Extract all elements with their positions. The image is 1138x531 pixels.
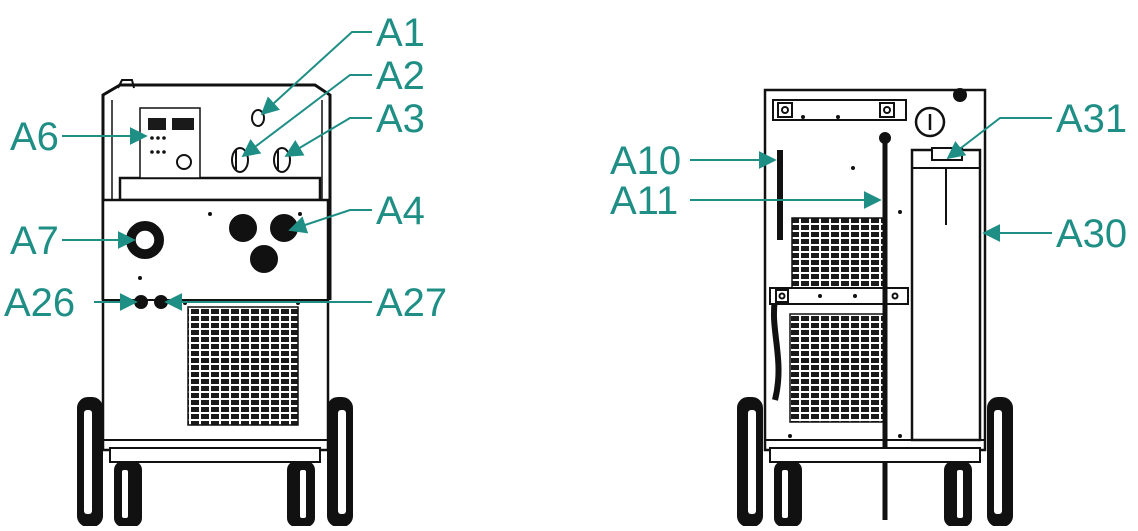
rear-top-knob [953,88,967,102]
callout-line-a2 [241,74,372,158]
callout-labels: A1 A2 A3 A4 A6 A7 A26 A27 A10 A11 A31 A3… [4,11,1127,325]
socket-a4-left [229,214,257,242]
label-a11: A11 [610,179,678,223]
label-a26: A26 [4,281,75,325]
label-a4: A4 [376,189,425,233]
rear-lower-grille [789,313,887,423]
front-top-knob [251,109,265,127]
label-a2: A2 [376,54,425,98]
connector-a2 [231,147,249,173]
callout-line-a31 [946,117,1052,160]
label-a6: A6 [10,115,59,159]
callout-lines [62,31,1052,311]
rear-upper-grille [791,217,885,289]
connector-a27 [154,295,168,309]
label-a10: A10 [610,139,681,183]
label-a27: A27 [376,281,447,325]
connector-a26 [134,295,148,309]
socket-a4-bottom [250,245,278,273]
callout-line-a4 [288,209,372,234]
front-handle-crossbar [118,176,322,202]
label-a30: A30 [1056,212,1127,256]
rear-middle-bracket [769,287,909,305]
label-a3: A3 [376,97,425,141]
rear-view [737,88,1013,527]
label-a7: A7 [10,219,59,263]
front-view [77,79,353,527]
callout-line-a1 [260,31,372,116]
rear-base [769,447,981,463]
front-cooling-grille [187,306,299,426]
connector-a3 [273,147,291,173]
front-base [109,447,321,463]
callout-line-a3 [284,117,372,157]
label-a31: A31 [1056,97,1127,141]
rear-top-bracket [772,99,907,121]
label-a1: A1 [376,11,425,55]
